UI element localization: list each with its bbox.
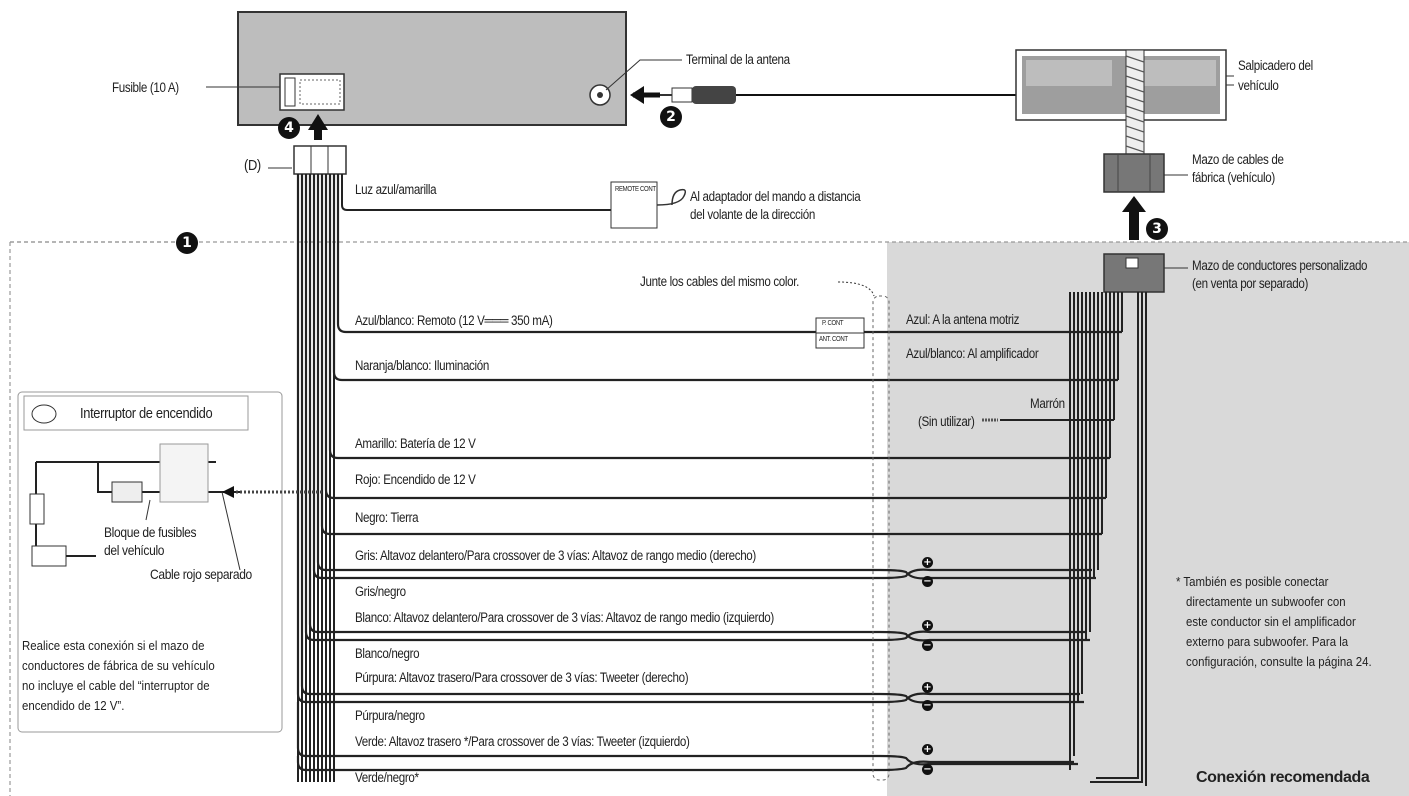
footnote-1: * También es posible conectar	[1176, 574, 1329, 589]
p-cont-tag: P. CONT	[822, 320, 844, 327]
badge-4: 4	[278, 117, 300, 139]
inset-note-4: encendido de 12 V”.	[22, 698, 125, 713]
wire-label: Blanco: Altavoz delantero/Para crossover…	[355, 610, 774, 625]
ignition-switch-label: Interruptor de encendido	[80, 405, 213, 422]
wire-label: Naranja/blanco: Iluminación	[355, 358, 489, 373]
wire-label: Azul/blanco: Remoto (12 V═══ 350 mA)	[355, 313, 553, 328]
wire-label: Púrpura: Altavoz trasero/Para crossover …	[355, 670, 689, 685]
footnote-5: configuración, consulte la página 24.	[1186, 654, 1372, 669]
minus-icon: −	[922, 700, 933, 711]
badge-3: 3	[1146, 218, 1168, 240]
right-wire-label: (Sin utilizar)	[918, 414, 975, 429]
wire-label: Blanco/negro	[355, 646, 420, 661]
join-same-color-label: Junte los cables del mismo color.	[640, 274, 800, 289]
wire-label: Púrpura/negro	[355, 708, 425, 723]
fuse-label: Fusible (10 A)	[112, 80, 179, 95]
custom-harness-label-2: (en venta por separado)	[1192, 276, 1309, 291]
unit-plug	[293, 145, 347, 175]
minus-icon: −	[922, 640, 933, 651]
factory-harness-label-2: fábrica (vehículo)	[1192, 170, 1275, 185]
custom-harness-label-1: Mazo de conductores personalizado	[1192, 258, 1368, 273]
steering-adapter-label-2: del volante de la dirección	[690, 207, 815, 222]
right-wire-label: Marrón	[1030, 396, 1065, 411]
wire-label: Gris/negro	[355, 584, 406, 599]
factory-harness-label-1: Mazo de cables de	[1192, 152, 1284, 167]
inset-box	[17, 391, 283, 733]
wire-label: Rojo: Encendido de 12 V	[355, 472, 476, 487]
plus-icon: +	[922, 682, 933, 693]
badge-1: 1	[176, 232, 198, 254]
wire-label: Verde/negro*	[355, 770, 419, 785]
inset-note-2: conductores de fábrica de su vehículo	[22, 658, 215, 673]
dashboard-label-2: vehículo	[1238, 78, 1279, 93]
red-cable-label: Cable rojo separado	[150, 566, 252, 582]
minus-icon: −	[922, 576, 933, 587]
wire-label: Verde: Altavoz trasero */Para crossover …	[355, 734, 690, 749]
d-label: (D)	[244, 157, 261, 174]
wire-label: Negro: Tierra	[355, 510, 419, 525]
minus-icon: −	[922, 764, 933, 775]
ant-cont-tag: ANT. CONT	[819, 336, 848, 343]
wire-label: Amarillo: Batería de 12 V	[355, 436, 476, 451]
right-wire-label: Azul/blanco: Al amplificador	[906, 346, 1039, 361]
footnote-4: externo para subwoofer. Para la	[1186, 634, 1349, 649]
inset-note-1: Realice esta conexión si el mazo de	[22, 638, 205, 653]
badge-2: 2	[660, 106, 682, 128]
wire-label: Luz azul/amarilla	[355, 182, 437, 197]
recommended-label: Conexión recomendada	[1196, 769, 1370, 786]
wire-label: Gris: Altavoz delantero/Para crossover d…	[355, 548, 756, 563]
remote-tag: REMOTE CONT	[615, 186, 656, 193]
antenna-terminal-label: Terminal de la antena	[686, 52, 790, 67]
footnote-3: este conductor sin el amplificador	[1186, 614, 1356, 629]
footnote-2: directamente un subwoofer con	[1186, 594, 1346, 609]
fuse-block-label-1: Bloque de fusibles	[104, 524, 197, 540]
inset-note-3: no incluye el cable del “interruptor de	[22, 678, 210, 693]
dashboard-label-1: Salpicadero del	[1238, 58, 1313, 73]
recommended-area	[887, 242, 1409, 796]
plus-icon: +	[922, 620, 933, 631]
fuse-block-label-2: del vehículo	[104, 542, 165, 558]
steering-adapter-label-1: Al adaptador del mando a distancia	[690, 189, 861, 204]
plus-icon: +	[922, 744, 933, 755]
right-wire-label: Azul: A la antena motriz	[906, 312, 1020, 327]
plus-icon: +	[922, 557, 933, 568]
factory-harness	[1103, 153, 1165, 193]
